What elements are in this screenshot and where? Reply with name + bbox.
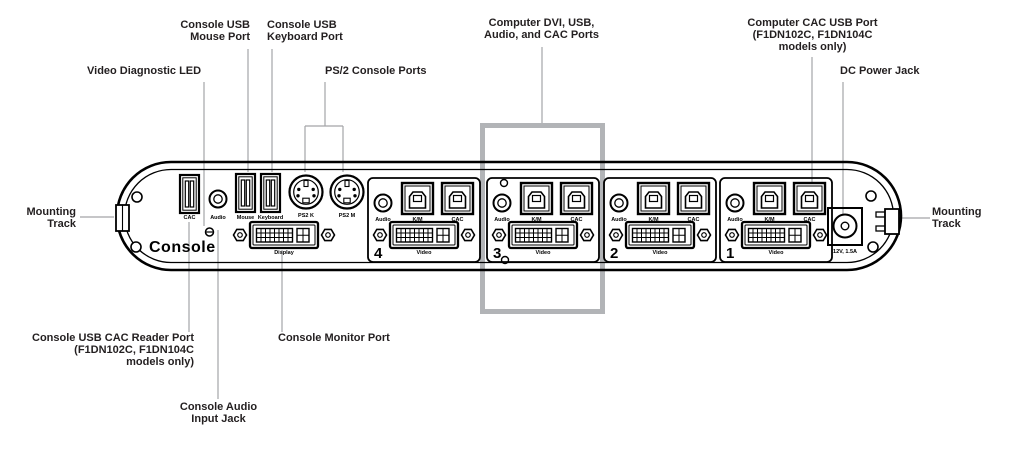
ps2-keyboard-port-icon — [288, 174, 324, 210]
group-number: 4 — [374, 245, 383, 262]
console-display-label: Display — [274, 250, 295, 256]
video-label: Video — [417, 250, 433, 256]
audio-jack-icon — [725, 193, 745, 213]
callout-mounting-track-left: Mounting Track — [26, 206, 76, 230]
callout-mounting-track-right: Mounting Track — [932, 206, 982, 230]
computer-port-group-1: Audio K/M CAC Video 1 — [719, 177, 833, 263]
power-rating-label: 12V, 1.5A — [833, 249, 857, 255]
screw-hole-small — [499, 178, 509, 188]
console-section-title: Console — [149, 239, 216, 256]
console-display-dvi-port-icon — [234, 222, 335, 248]
computer-port-group-4: Audio K/M CAC Video 4 — [367, 177, 481, 263]
console-mouse-label: Mouse — [237, 215, 254, 221]
callout-console-usb-cac-reader-port: Console USB CAC Reader Port (F1DN102C, F… — [32, 332, 194, 368]
cac-label: CAC — [452, 217, 464, 223]
audio-label: Audio — [611, 217, 627, 223]
audio-jack-icon — [609, 193, 629, 213]
audio-jack-icon — [373, 193, 393, 213]
audio-label: Audio — [375, 217, 391, 223]
screw-hole — [867, 241, 879, 253]
console-cac-usb-port-icon — [178, 173, 201, 215]
console-audio-jack-icon — [208, 189, 228, 209]
console-keyboard-usb-port-icon — [259, 172, 282, 214]
screw-hole — [131, 191, 143, 203]
video-label: Video — [653, 250, 669, 256]
video-dvi-port-icon — [610, 222, 711, 248]
audio-label: Audio — [494, 217, 510, 223]
cac-label: CAC — [688, 217, 700, 223]
video-label: Video — [769, 250, 785, 256]
audio-label: Audio — [727, 217, 743, 223]
console-mouse-usb-port-icon — [234, 172, 257, 214]
computer-port-group-3: Audio K/M CAC Video 3 — [486, 177, 600, 263]
cac-usb-port-icon — [792, 181, 827, 216]
screw-hole — [865, 190, 877, 202]
dc-power-jack-icon: 12V, 1.5A — [827, 207, 863, 255]
video-diagnostic-led-icon — [204, 227, 215, 237]
console-keyboard-label: Keyboard — [258, 215, 283, 221]
callout-computer-dvi-usb-audio-cac-ports: Computer DVI, USB, Audio, and CAC Ports — [484, 17, 599, 41]
km-usb-port-icon — [519, 181, 554, 216]
callout-computer-cac-usb-port: Computer CAC USB Port (F1DN102C, F1DN104… — [747, 17, 878, 53]
km-usb-port-icon — [752, 181, 787, 216]
group-number: 2 — [610, 245, 618, 262]
group-number: 1 — [726, 245, 734, 262]
cac-usb-port-icon — [440, 181, 475, 216]
cac-usb-port-icon — [676, 181, 711, 216]
km-label: K/M — [648, 217, 659, 223]
highlight-box-port-group — [480, 123, 605, 314]
callout-console-audio-input-jack: Console Audio Input Jack — [179, 401, 258, 425]
callout-ps2-console-ports: PS/2 Console Ports — [325, 65, 427, 77]
km-usb-port-icon — [400, 181, 435, 216]
screw-hole — [130, 241, 142, 253]
callout-video-diagnostic-led: Video Diagnostic LED — [87, 65, 202, 77]
cac-label: CAC — [804, 217, 816, 223]
video-label: Video — [536, 250, 552, 256]
cac-label: CAC — [571, 217, 583, 223]
mounting-tab-left — [115, 204, 130, 232]
km-label: K/M — [412, 217, 423, 223]
group-number: 3 — [493, 245, 501, 262]
video-dvi-port-icon — [374, 222, 475, 248]
km-label: K/M — [531, 217, 542, 223]
ps2-mouse-port-icon — [329, 174, 365, 210]
audio-jack-icon — [492, 193, 512, 213]
console-cac-label: CAC — [184, 215, 196, 221]
callout-console-usb-mouse-port: Console USB Mouse Port — [180, 19, 250, 43]
ps2-mouse-label: PS2 M — [339, 213, 356, 219]
ps2-bracket-line — [304, 82, 344, 172]
video-dvi-port-icon — [493, 222, 594, 248]
km-label: K/M — [764, 217, 775, 223]
km-usb-port-icon — [636, 181, 671, 216]
console-audio-label: Audio — [210, 215, 226, 221]
mounting-tab-right — [875, 208, 900, 235]
callout-dc-power-jack: DC Power Jack — [840, 65, 920, 77]
video-dvi-port-icon — [726, 222, 827, 248]
console-section: CAC Audio Mouse Keyboard PS2 K PS2 M Dis… — [149, 172, 365, 256]
callout-console-monitor-port: Console Monitor Port — [278, 332, 390, 344]
computer-port-group-2: Audio K/M CAC Video 2 — [603, 177, 717, 263]
callout-console-usb-keyboard-port: Console USB Keyboard Port — [267, 19, 343, 43]
cac-usb-port-icon — [559, 181, 594, 216]
ps2-keyboard-label: PS2 K — [298, 213, 314, 219]
